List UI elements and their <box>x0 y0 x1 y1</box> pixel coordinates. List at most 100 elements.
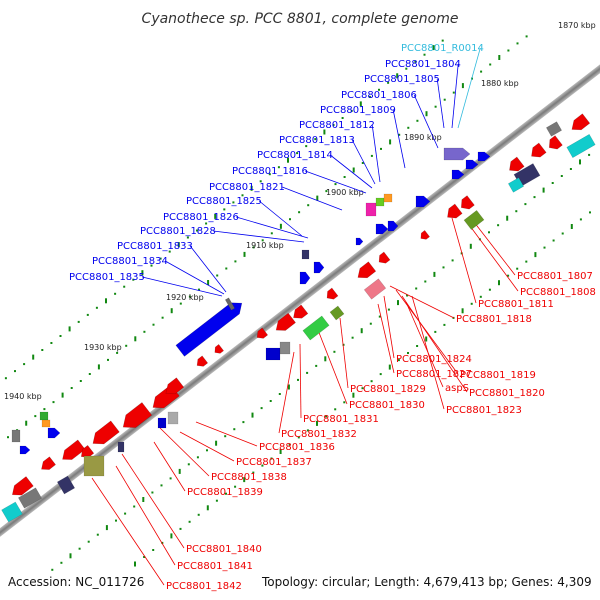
gene-label: PCC8801_1806 <box>341 90 417 101</box>
tick-mark <box>343 401 346 404</box>
gene-arrow <box>375 223 389 235</box>
gene-label: PCC8801_1840 <box>186 544 262 555</box>
tick-mark <box>397 359 400 362</box>
leader-line <box>179 431 235 462</box>
kbp-label: 1940 kbp <box>4 392 42 401</box>
tick-mark <box>342 343 345 346</box>
gene-arrow <box>11 476 34 496</box>
tick-mark <box>105 298 107 304</box>
tick-mark <box>188 520 191 523</box>
tick-mark <box>543 246 546 249</box>
leader-line <box>377 303 395 374</box>
tick-mark <box>316 420 318 426</box>
kbp-label: 1870 kbp <box>558 21 596 30</box>
leader-line <box>213 230 305 243</box>
gene-label: PCC8801_1833 <box>117 241 193 252</box>
tick-mark <box>443 98 446 101</box>
gene-block <box>17 487 43 509</box>
tick-mark <box>234 485 237 488</box>
tick-mark <box>443 323 446 326</box>
tick-mark <box>77 320 80 323</box>
tick-mark <box>297 436 300 439</box>
tick-mark <box>370 154 373 157</box>
tick-mark <box>287 157 289 163</box>
gene-label: PCC8801_1842 <box>166 581 242 592</box>
tick-mark <box>243 477 246 483</box>
tick-mark <box>133 505 136 508</box>
tick-mark <box>78 547 81 550</box>
gene-label: PCC8801_1813 <box>279 135 355 146</box>
tick-mark <box>168 250 171 253</box>
gene-arrow <box>293 304 309 319</box>
tick-mark <box>123 285 126 288</box>
tick-mark <box>297 378 299 381</box>
gene-label: PCC8801_1824 <box>396 354 472 365</box>
tick-mark <box>215 440 218 446</box>
gene-arrow <box>175 302 243 357</box>
tick-mark <box>432 45 435 51</box>
kbp-label: 1900 kbp <box>326 188 364 197</box>
tick-mark <box>579 218 582 221</box>
gene-label: PCC8801_1839 <box>187 487 263 498</box>
tick-mark <box>206 505 209 511</box>
tick-mark <box>314 138 317 141</box>
leader-line <box>451 217 477 304</box>
gene-label: PCC8801_1829 <box>350 384 426 395</box>
leader-line <box>165 260 225 295</box>
tick-mark <box>378 315 381 318</box>
gene-label: PCC8801_1812 <box>299 120 375 131</box>
tick-mark <box>480 70 483 73</box>
gene-label: PCC8801_1818 <box>456 314 532 325</box>
tick-mark <box>324 356 327 362</box>
gene-block <box>157 417 167 429</box>
gene-arrow <box>92 420 120 445</box>
leader-line <box>469 225 519 292</box>
tick-mark <box>425 336 428 342</box>
gene-block <box>507 177 525 193</box>
tick-mark <box>405 67 408 70</box>
tick-mark <box>207 280 210 285</box>
gene-block <box>1 501 23 523</box>
tick-mark <box>378 88 380 91</box>
gene-block <box>167 411 179 425</box>
tick-mark <box>351 336 354 339</box>
tick-mark <box>261 464 264 467</box>
tick-mark <box>34 415 37 418</box>
gene-label: PCC8801_1814 <box>257 150 333 161</box>
tick-mark <box>151 491 154 494</box>
tick-mark <box>461 308 464 314</box>
gene-block <box>224 297 236 311</box>
gene-arrow <box>355 237 364 246</box>
gene-label: PCC8801_1834 <box>92 256 168 267</box>
tick-mark <box>389 139 392 145</box>
tick-mark <box>451 259 454 262</box>
leader-line <box>91 477 165 586</box>
tick-mark <box>233 428 236 431</box>
gene-arrow <box>509 156 525 172</box>
tick-mark <box>552 239 555 242</box>
tick-mark <box>143 556 146 558</box>
leader-line <box>436 78 445 129</box>
map-title: Cyanothece sp. PCC 8801, complete genome <box>142 11 459 27</box>
label-leader-lines <box>91 47 519 586</box>
tick-mark <box>341 117 344 119</box>
tick-mark <box>259 180 262 183</box>
leader-line <box>282 186 343 211</box>
gene-label: PCC8801_1819 <box>460 370 536 381</box>
tick-mark <box>225 267 228 270</box>
tick-mark <box>306 371 309 374</box>
gene-block <box>265 347 281 361</box>
tick-mark <box>251 412 254 418</box>
tick-dots <box>4 35 591 571</box>
tick-mark <box>179 302 182 305</box>
tick-mark <box>32 354 35 360</box>
tick-mark <box>178 468 181 474</box>
tick-mark <box>87 540 90 543</box>
tick-mark <box>498 55 501 60</box>
gene-label: PCC8801_1808 <box>520 287 596 298</box>
tick-mark <box>234 260 237 263</box>
tick-mark <box>150 264 153 267</box>
kbp-label: 1880 kbp <box>481 79 519 88</box>
tick-mark <box>452 91 455 94</box>
